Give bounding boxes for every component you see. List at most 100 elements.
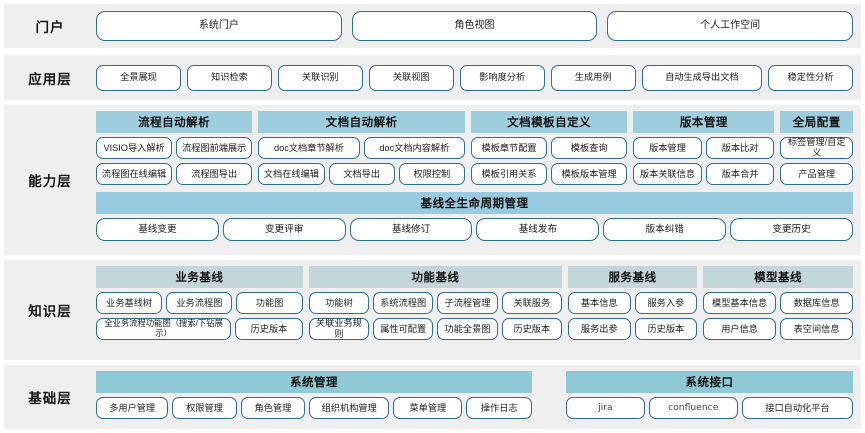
capability-item-3-1-0[interactable]: 版本关联信息: [633, 163, 702, 185]
layer-label-portal: 门户: [35, 20, 65, 35]
knowledge-item-0-0-2[interactable]: 功能图: [236, 292, 303, 314]
base-item-0-0-1[interactable]: 权限管理: [172, 397, 237, 419]
knowledge-item-0-0-0[interactable]: 业务基线树: [96, 292, 163, 314]
knowledge-item-2-0-0[interactable]: 基本信息: [567, 292, 631, 314]
knowledge-item-3-1-0[interactable]: 用户信息: [703, 318, 777, 340]
base-item-0-0-2[interactable]: 角色管理: [240, 397, 306, 419]
capability-group-0-row-0: VISIO导入解析流程图前端展示: [96, 137, 253, 159]
capability-item-0-0-1[interactable]: 流程图前端展示: [176, 137, 253, 159]
knowledge-item-3-0-0[interactable]: 模型基本信息: [703, 292, 777, 314]
app-item-0[interactable]: 全景展现: [96, 64, 181, 91]
knowledge-item-0-1-1[interactable]: 历史版本: [235, 318, 303, 340]
lifecycle-item-4[interactable]: 版本纠错: [603, 218, 727, 241]
app-item-2[interactable]: 关联识别: [277, 64, 363, 91]
knowledge-item-1-1-0[interactable]: 关联业务规则: [308, 318, 370, 340]
knowledge-item-3-0-1[interactable]: 数据库信息: [780, 292, 854, 314]
base-item-0-0-4[interactable]: 菜单管理: [393, 397, 463, 419]
app-item-4[interactable]: 影响度分析: [459, 64, 545, 91]
capability-item-0-1-1[interactable]: 流程图导出: [176, 163, 253, 185]
layer-portal: 门户 系统门户 角色视图 个人工作空间: [4, 4, 861, 48]
base-item-0-0-0[interactable]: 多用户管理: [96, 397, 169, 419]
baseline-lifecycle-row: 基线变更变更评审基线修订基线发布版本纠错变更历史: [96, 218, 853, 241]
knowledge-group-2-row-1: 服务出参历史版本: [567, 318, 698, 340]
layer-application: 应用层 全景展现 知识检索 关联识别 关联视图 影响度分析 生成用例 自动生成导…: [4, 55, 861, 100]
knowledge-item-1-1-2[interactable]: 功能全景图: [437, 318, 498, 340]
capability-item-2-0-0[interactable]: 模板章节配置: [470, 137, 548, 159]
lifecycle-item-2[interactable]: 基线修订: [349, 218, 473, 241]
app-item-1[interactable]: 知识检索: [186, 64, 272, 91]
layer-label-base: 基础层: [28, 391, 72, 406]
capability-group-1-row-1: 文档在线编辑文档导出权限控制: [258, 163, 465, 185]
knowledge-item-2-1-1[interactable]: 历史版本: [634, 318, 698, 340]
knowledge-group-0-row-0: 业务基线树业务流程图功能图: [96, 292, 303, 314]
capability-group-0-row-1: 流程图在线编辑流程图导出: [96, 163, 253, 185]
knowledge-group-title-3: 模型基线: [703, 266, 853, 288]
capability-group-4-row-0: 标签管理/自定义: [780, 137, 853, 159]
app-item-3[interactable]: 关联视图: [368, 64, 454, 91]
knowledge-group-1-row-1: 关联业务规则属性可配置功能全景图历史版本: [308, 318, 562, 340]
layer-label-knowledge: 知识层: [28, 304, 72, 319]
knowledge-item-1-0-0[interactable]: 功能树: [308, 292, 370, 314]
capability-group-4-row-1: 产品管理: [780, 163, 853, 185]
capability-item-2-0-1[interactable]: 模板查询: [551, 137, 628, 159]
app-item-5[interactable]: 生成用例: [550, 64, 636, 91]
knowledge-item-2-1-0[interactable]: 服务出参: [567, 318, 631, 340]
capability-group-3-row-0: 版本管理版本比对: [633, 137, 775, 159]
lifecycle-item-1[interactable]: 变更评审: [222, 218, 346, 241]
portal-item-2[interactable]: 个人工作空间: [607, 11, 854, 41]
capability-group-title-2: 文档模板自定义: [470, 111, 628, 133]
base-item-1-0-1[interactable]: confluence: [648, 397, 738, 419]
portal-item-1[interactable]: 角色视图: [351, 11, 598, 41]
knowledge-item-1-0-2[interactable]: 子流程管理: [437, 292, 498, 314]
capability-item-0-1-0[interactable]: 流程图在线编辑: [96, 163, 173, 185]
capability-item-4-1-0[interactable]: 产品管理: [780, 163, 853, 185]
base-item-1-0-2[interactable]: 接口自动化平台: [741, 397, 853, 419]
capability-group-2: 文档模板自定义模板章节配置模板查询模板引用关系模板版本管理: [470, 111, 628, 185]
capability-group-2-row-0: 模板章节配置模板查询: [470, 137, 628, 159]
knowledge-item-1-0-3[interactable]: 关联服务: [501, 292, 562, 314]
capability-item-4-0-0[interactable]: 标签管理/自定义: [780, 137, 853, 159]
lifecycle-item-3[interactable]: 基线发布: [476, 218, 600, 241]
knowledge-group-3-row-1: 用户信息表空间信息: [703, 318, 854, 340]
capability-item-0-0-0[interactable]: VISIO导入解析: [96, 137, 173, 159]
knowledge-item-1-0-1[interactable]: 系统流程图: [373, 292, 434, 314]
layer-knowledge: 知识层 业务基线业务基线树业务流程图功能图全业务流程功能图（搜索/下钻展示）历史…: [4, 260, 861, 360]
capability-item-3-1-1[interactable]: 版本合并: [705, 163, 775, 185]
knowledge-group-0-row-1: 全业务流程功能图（搜索/下钻展示）历史版本: [96, 318, 303, 340]
capability-item-2-1-1[interactable]: 模板版本管理: [551, 163, 628, 185]
app-item-7[interactable]: 稳定性分析: [768, 64, 854, 91]
knowledge-item-0-0-1[interactable]: 业务流程图: [166, 292, 233, 314]
baseline-lifecycle-title: 基线全生命周期管理: [96, 192, 853, 214]
base-item-0-0-3[interactable]: 组织机构管理: [309, 397, 390, 419]
capability-item-2-1-0[interactable]: 模板引用关系: [470, 163, 548, 185]
capability-item-3-0-0[interactable]: 版本管理: [633, 137, 702, 159]
knowledge-item-2-0-1[interactable]: 服务入参: [634, 292, 698, 314]
capability-item-1-1-1[interactable]: 文档导出: [328, 163, 395, 185]
capability-item-1-0-1[interactable]: doc文档内容解析: [363, 137, 465, 159]
knowledge-group-1-row-0: 功能树系统流程图子流程管理关联服务: [308, 292, 562, 314]
knowledge-group-0: 业务基线业务基线树业务流程图功能图全业务流程功能图（搜索/下钻展示）历史版本: [96, 266, 303, 340]
capability-group-3: 版本管理版本管理版本比对版本关联信息版本合并: [633, 111, 775, 185]
knowledge-item-1-1-1[interactable]: 属性可配置: [373, 318, 434, 340]
base-group-title-1: 系统接口: [566, 371, 853, 393]
portal-item-0[interactable]: 系统门户: [96, 11, 342, 41]
base-item-0-0-5[interactable]: 操作日志: [466, 397, 533, 419]
app-item-6[interactable]: 自动生成导出文档: [641, 64, 763, 91]
base-item-1-0-0[interactable]: jira: [566, 397, 645, 419]
capability-item-1-1-2[interactable]: 权限控制: [398, 163, 465, 185]
knowledge-item-0-1-0[interactable]: 全业务流程功能图（搜索/下钻展示）: [96, 318, 232, 340]
lifecycle-item-0[interactable]: 基线变更: [96, 218, 219, 241]
knowledge-item-3-1-1[interactable]: 表空间信息: [780, 318, 854, 340]
capability-item-3-0-1[interactable]: 版本比对: [705, 137, 775, 159]
knowledge-group-title-1: 功能基线: [308, 266, 562, 288]
knowledge-group-3-row-0: 模型基本信息数据库信息: [703, 292, 854, 314]
capability-item-1-1-0[interactable]: 文档在线编辑: [258, 163, 325, 185]
knowledge-item-1-1-3[interactable]: 历史版本: [501, 318, 562, 340]
lifecycle-item-5[interactable]: 变更历史: [730, 218, 853, 241]
capability-item-1-0-0[interactable]: doc文档章节解析: [258, 137, 360, 159]
